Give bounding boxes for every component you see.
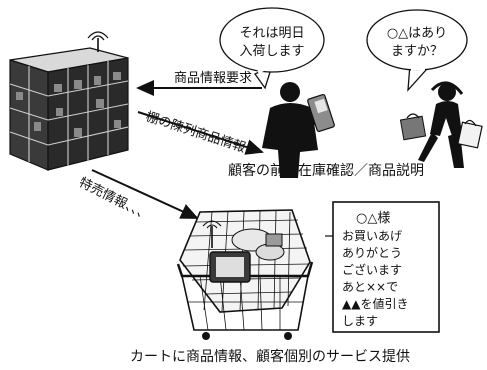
cart-screen-line-1: ○△様 — [356, 211, 390, 226]
arrow-label-request: 商品情報要求 — [174, 71, 252, 86]
arrow-label-sale-info: 特売情報、、、 — [76, 174, 153, 224]
cart-screen-line-4: ございます — [342, 262, 402, 277]
clerk-bubble-line2: 入荷します — [239, 44, 304, 59]
cart-screen-line-5: あと××で — [342, 280, 398, 294]
antenna-icon — [87, 31, 109, 52]
clerk-with-device-icon — [262, 82, 335, 178]
footer-caption: カートに商品情報、顧客個別のサービス提供 — [130, 348, 410, 365]
clerk-speech-bubble: それは明日 入荷します — [219, 7, 325, 90]
arrow-label-shelf-info: 棚の陳列商品情報 — [144, 110, 248, 156]
cart-screen-line-7: します — [342, 314, 378, 328]
arrow-shelf-product-info — [137, 111, 264, 155]
cart-screen-line-6: ▲▲を値引き — [342, 296, 408, 311]
customer-bubble-line2: ますか？ — [391, 44, 443, 59]
antenna-icon — [202, 220, 222, 248]
cart-display-terminal-icon — [209, 251, 251, 283]
cart-screen-line-2: お買いあげ — [342, 229, 402, 243]
scene-caption: 顧客の前で在庫確認／商品説明 — [228, 162, 424, 179]
cart-screen-message-box: ○△様 お買いあげ ありがとう ございます あと××で ▲▲を値引き します — [325, 201, 440, 333]
store-shelf-icon — [9, 47, 129, 171]
customer-with-bags-icon — [399, 81, 483, 168]
customer-speech-bubble: ○△はあり ますか？ — [366, 9, 468, 92]
arrow-sale-info — [91, 169, 199, 219]
customer-bubble-line1: ○△はあり — [387, 26, 447, 41]
clerk-bubble-line1: それは明日 — [239, 26, 304, 41]
cart-screen-line-3: ありがとう — [342, 245, 402, 260]
